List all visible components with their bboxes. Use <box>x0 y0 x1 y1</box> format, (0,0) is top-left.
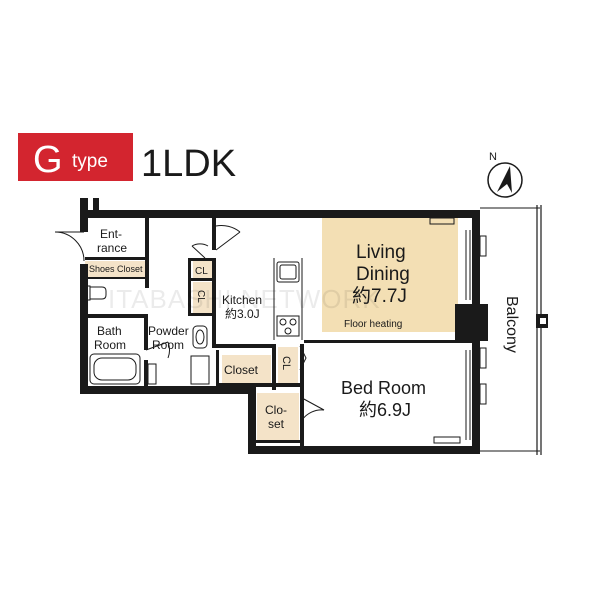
type-letter: G <box>33 139 63 181</box>
bedroom-cl-label: CL <box>280 356 292 370</box>
bedroom-label-1: Bed Room <box>341 378 426 398</box>
north-arrow-icon <box>497 166 512 193</box>
powder-label-1: Powder <box>148 324 189 338</box>
closet-area <box>222 355 271 383</box>
cl-top-label: CL <box>195 266 208 277</box>
pillar <box>455 304 488 341</box>
closet2-label-1: Clo- <box>265 403 287 417</box>
living-label-2: Dining <box>356 264 410 285</box>
sink <box>192 325 208 349</box>
bath-label-2: Room <box>94 338 126 352</box>
cl-mid-area <box>193 282 212 314</box>
closet-label: Closet <box>224 363 259 377</box>
compass-north-label: N <box>489 151 497 163</box>
closet2-label-2: set <box>268 417 285 431</box>
compass-ring <box>487 162 523 198</box>
bedroom-cl-area <box>278 347 298 387</box>
bath-label-1: Bath <box>97 324 122 338</box>
living-label-3: 約7.7J <box>352 285 407 307</box>
shoes-closet-label: Shoes Closet <box>89 264 143 274</box>
floor-heating-label: Floor heating <box>344 319 402 330</box>
kitchen-label-1: Kitchen <box>222 293 262 307</box>
cl-mid-label: CL <box>195 290 206 303</box>
balcony-area: Balcony <box>480 205 548 455</box>
bedroom-label-2: 約6.9J <box>359 400 411 420</box>
layout-code: 1LDK <box>141 143 236 185</box>
kitchen-sink <box>276 261 300 283</box>
bath-cl <box>147 363 157 385</box>
doors <box>54 225 325 421</box>
stove <box>276 315 300 337</box>
powder-label-2: Room <box>152 338 184 352</box>
cl-top-area <box>193 260 212 278</box>
fixtures <box>85 217 487 444</box>
toilet <box>89 286 107 300</box>
bathtub <box>89 353 141 385</box>
type-word: type <box>72 151 108 172</box>
shoes-closet-area <box>85 261 145 277</box>
entrance-label-2: rance <box>97 241 127 255</box>
washer <box>190 355 210 385</box>
type-badge <box>18 133 133 181</box>
floor-heating-area <box>322 218 458 332</box>
entrance-label-1: Ent- <box>100 227 122 241</box>
walls <box>80 198 488 454</box>
closet2-area <box>257 393 299 440</box>
ac-unit-bedroom <box>433 436 461 444</box>
compass: N <box>487 151 523 198</box>
kitchen-label-2: 約3.0J <box>225 306 260 321</box>
watermark: ITABASHI NETWORK <box>108 284 381 314</box>
living-label-1: Living <box>356 242 406 263</box>
room-labels: Ent- rance Shoes Closet CL CL Bath Room … <box>89 227 426 431</box>
ac-unit-living <box>429 217 455 225</box>
balcony-label: Balcony <box>503 296 520 353</box>
